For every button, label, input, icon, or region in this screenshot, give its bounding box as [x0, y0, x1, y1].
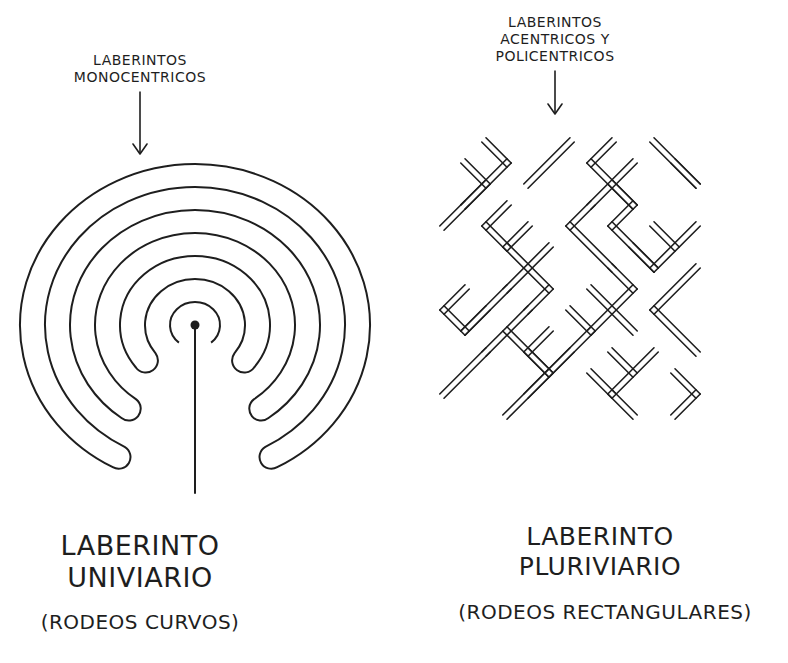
maze-wall — [654, 138, 700, 184]
maze-wall — [482, 306, 528, 352]
arrow-head — [133, 144, 147, 154]
pointer-label: LABERINTOS MONOCENTRICOS — [70, 52, 210, 86]
maze-wall — [612, 390, 637, 415]
maze-wall — [570, 222, 616, 268]
maze-wall — [654, 226, 700, 272]
maze-wall — [650, 264, 696, 310]
maze-wall — [608, 226, 654, 272]
pointer-arrow — [554, 70, 556, 114]
maze-wall — [461, 159, 507, 205]
maze-wall — [591, 289, 637, 335]
maze-wall — [650, 222, 696, 268]
maze-wall — [503, 331, 549, 377]
maze-wall — [444, 352, 490, 398]
maze-wall — [654, 268, 700, 314]
maze-wall — [566, 226, 612, 272]
labyrinth-axis — [194, 325, 196, 493]
pointer-label: LABERINTOS ACENTRICOS Y POLICENTRICOS — [490, 14, 620, 64]
maze-wall — [650, 142, 696, 188]
maze-wall — [608, 348, 654, 394]
maze-wall — [461, 285, 507, 331]
maze-wall — [587, 159, 633, 205]
maze-wall — [528, 142, 574, 188]
maze-wall — [524, 138, 570, 184]
maze-wall — [465, 163, 511, 209]
circular-labyrinth — [20, 164, 370, 493]
maze-wall — [591, 285, 637, 331]
caption-label: (RODEOS RECTANGULARES) — [440, 600, 770, 624]
maze-wall — [503, 369, 549, 415]
pointer-arrow — [139, 92, 141, 154]
maze-wall — [675, 159, 700, 184]
maze-wall — [507, 373, 553, 419]
maze-wall — [612, 352, 658, 398]
maze-wall — [612, 222, 658, 268]
maze-wall — [507, 243, 553, 289]
maze-wall — [587, 285, 633, 331]
maze-wall — [507, 247, 553, 293]
maze-wall — [587, 289, 633, 335]
maze-wall — [591, 159, 637, 205]
maze-wall — [507, 327, 553, 373]
maze-wall — [587, 163, 633, 209]
maze-wall — [654, 306, 700, 352]
maze-wall — [444, 205, 469, 230]
maze-wall — [675, 394, 700, 419]
labyrinth-center — [191, 321, 200, 330]
caption-label: LABERINTO PLURIVIARIO — [485, 522, 715, 582]
maze-wall — [591, 163, 637, 209]
grid-maze — [440, 138, 700, 419]
maze-wall — [465, 289, 511, 335]
maze-wall — [486, 310, 532, 356]
maze-wall — [465, 310, 490, 335]
caption-label: (RODEOS CURVOS) — [20, 610, 260, 634]
maze-wall — [440, 348, 486, 394]
arrow-head — [548, 104, 562, 114]
caption-label: LABERINTO UNIVIARIO — [45, 530, 235, 595]
maze-wall — [503, 243, 549, 289]
maze-wall — [650, 310, 696, 356]
maze-wall — [503, 247, 549, 293]
